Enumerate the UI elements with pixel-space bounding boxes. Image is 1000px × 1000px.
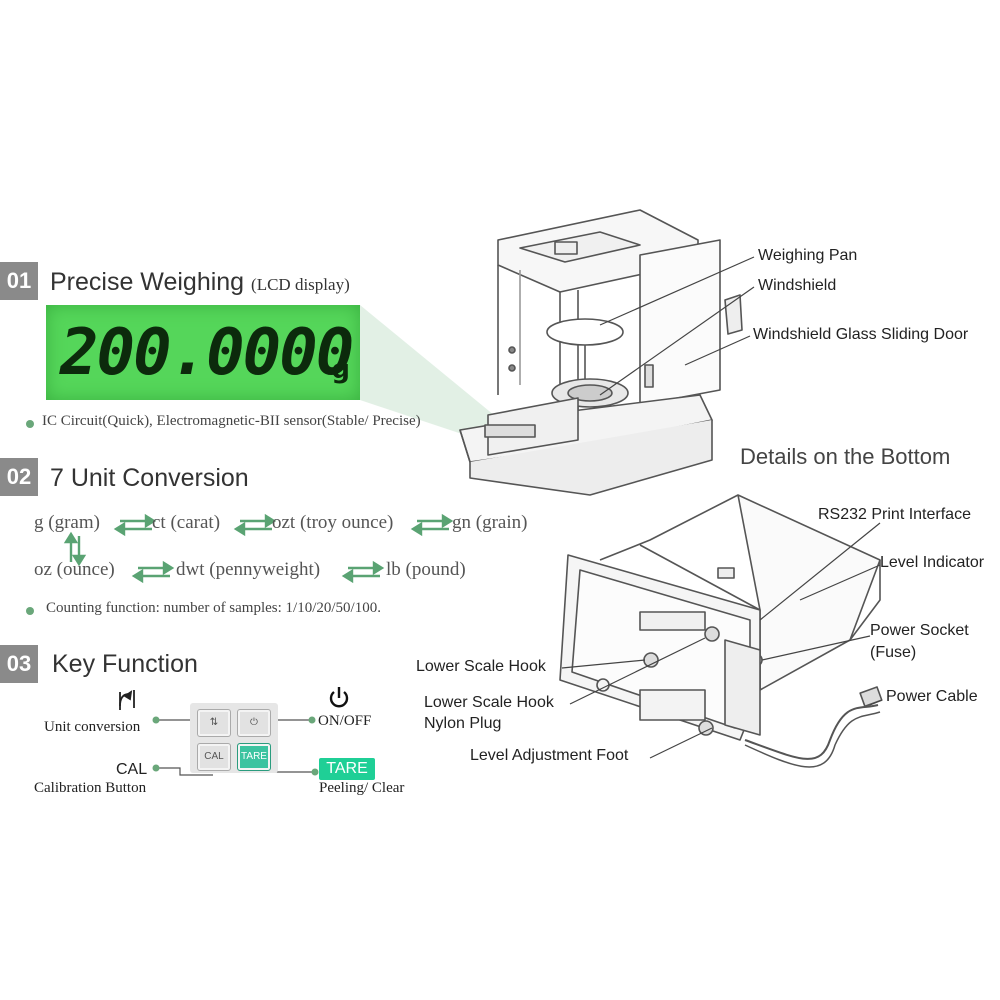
counting-function-text: Counting function: number of samples: 1/… <box>46 600 381 616</box>
section-number-03: 03 <box>0 645 38 683</box>
label-power-socket: Power Socket <box>870 622 969 639</box>
unit-ounce: oz (ounce) <box>34 559 115 580</box>
label-fuse: (Fuse) <box>870 644 917 661</box>
unit-conversion-label: Unit conversion <box>44 719 141 735</box>
label-windshield: Windshield <box>758 277 837 294</box>
tare-badge: TARE <box>319 758 375 780</box>
label-hook-plug-line1: Lower Scale Hook <box>424 694 554 711</box>
peeling-clear-label: Peeling/ Clear <box>319 780 405 796</box>
lcd-highlight-beam <box>360 305 500 440</box>
tare-key[interactable]: TARE <box>237 743 271 771</box>
label-lower-scale-hook: Lower Scale Hook <box>416 658 546 675</box>
unit-conversion-symbol <box>119 690 135 710</box>
label-level-adjustment-foot: Level Adjustment Foot <box>470 747 629 764</box>
bottom-view-drawing <box>559 494 883 768</box>
section-number-02: 02 <box>0 458 38 496</box>
section-number-01: 01 <box>0 262 38 300</box>
unit-carat: ct (carat) <box>152 512 221 533</box>
label-rs232: RS232 Print Interface <box>818 506 971 523</box>
cal-label: CAL <box>116 761 148 778</box>
key-panel: ⇅ ⏻ CAL TARE <box>190 703 278 773</box>
bullet-dot <box>26 607 34 615</box>
unit-grain: gn (grain) <box>452 512 528 533</box>
weighing-feature-text: IC Circuit(Quick), Electromagnetic-BII s… <box>42 413 421 429</box>
precise-weighing-heading: Precise Weighing <box>50 268 245 296</box>
cal-key[interactable]: CAL <box>197 743 231 771</box>
bottom-details-heading: Details on the Bottom <box>740 444 951 469</box>
section-title-key-function: Key Function <box>52 650 198 678</box>
label-hook-plug-line2: Nylon Plug <box>424 715 502 732</box>
unit-pennyweight: dwt (pennyweight) <box>176 559 321 580</box>
balance-drawing <box>459 209 743 496</box>
lcd-value: 200.0000 <box>60 316 354 390</box>
unit-pound: lb (pound) <box>386 559 466 580</box>
unit-gram: g (gram) <box>34 512 100 533</box>
lcd-display-subtitle: (LCD display) <box>251 275 350 294</box>
bullet-dot <box>26 420 34 428</box>
unit-conversion-icon: ⇅ <box>209 717 219 728</box>
calibration-button-label: Calibration Button <box>34 780 147 796</box>
on-off-label: ON/OFF <box>318 713 372 729</box>
unit-troy-ounce: ozt (troy ounce) <box>272 512 394 533</box>
label-power-cable: Power Cable <box>886 688 978 705</box>
section-title-precise-weighing: Precise Weighing (LCD display) <box>50 268 350 297</box>
conversion-arrows <box>63 513 454 584</box>
power-icon: ⏻ <box>250 717 258 728</box>
unit-conversion-key[interactable]: ⇅ <box>197 709 231 737</box>
label-weighing-pan: Weighing Pan <box>758 247 858 264</box>
section-title-unit-conversion: 7 Unit Conversion <box>50 464 249 492</box>
power-symbol <box>329 687 349 708</box>
label-level-indicator: Level Indicator <box>880 554 985 571</box>
lcd-display: 200.0000 g <box>46 305 360 400</box>
on-off-key[interactable]: ⏻ <box>237 709 271 737</box>
lcd-unit: g <box>331 355 350 385</box>
label-windshield-sliding-door: Windshield Glass Sliding Door <box>753 326 969 343</box>
